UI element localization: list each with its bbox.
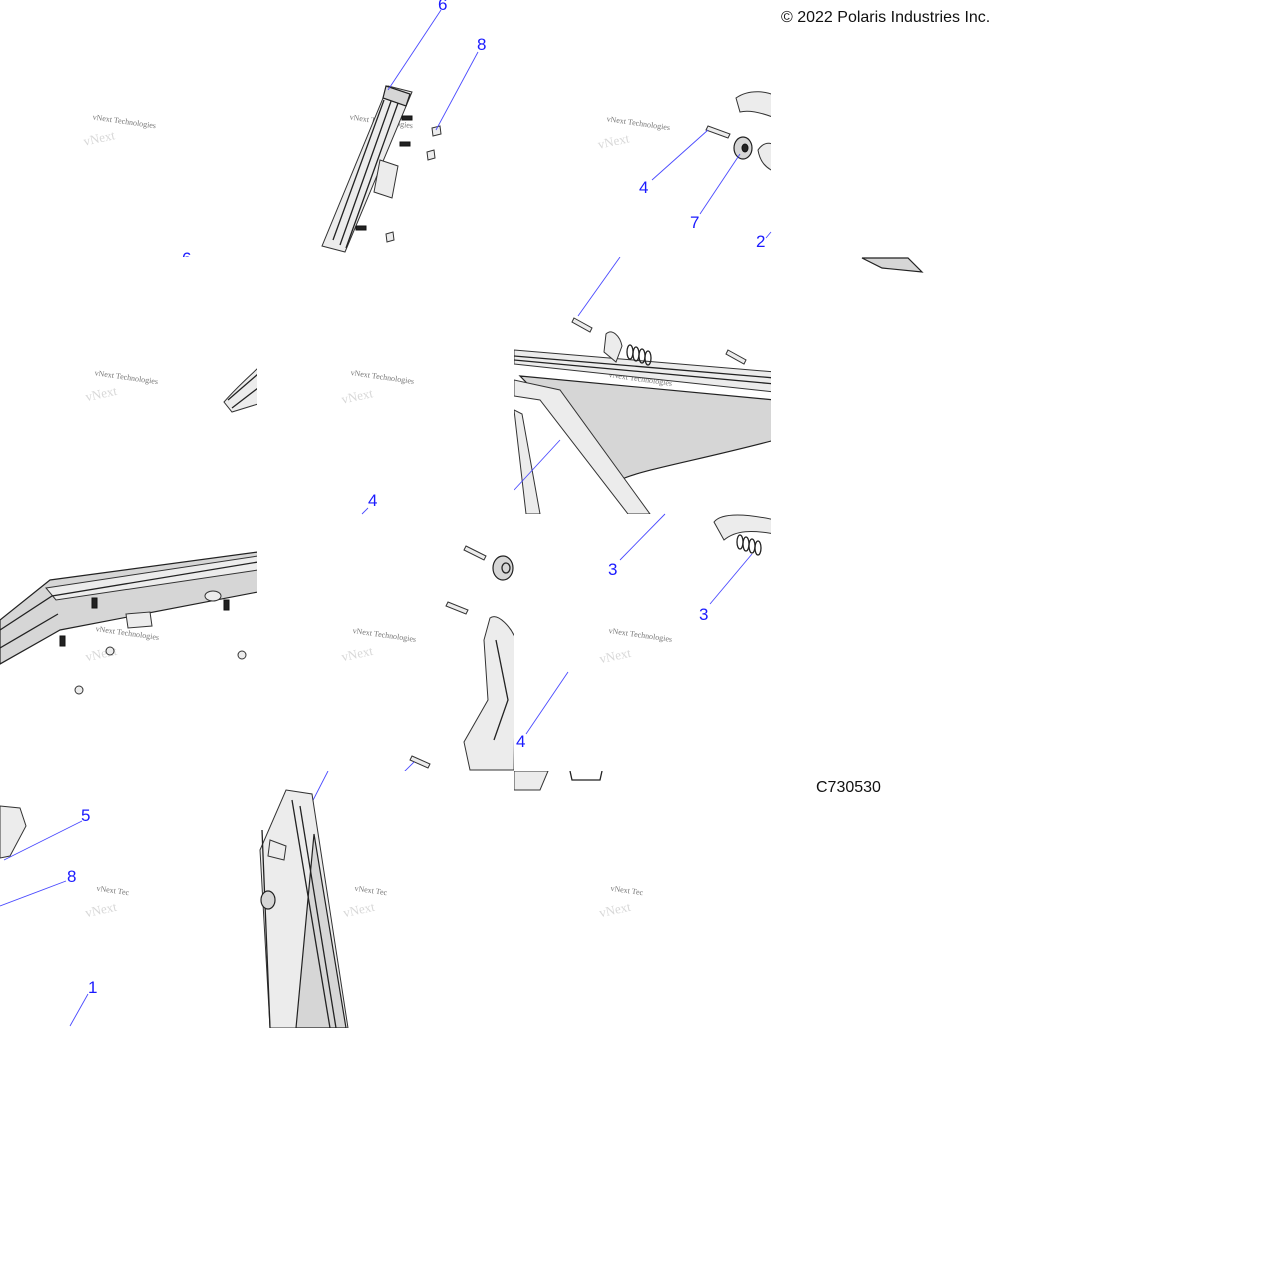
watermark-fragment: vNext vNext Tec — [342, 884, 388, 920]
leader-callout-3-a: 4 — [516, 671, 569, 751]
leader-callout-8-bottom: 8 — [0, 867, 76, 907]
door-skin — [259, 771, 349, 1028]
leader-callout-6-top: 6 — [387, 0, 447, 91]
door-frame-assembly — [514, 257, 771, 514]
latch-bracket — [713, 514, 771, 556]
trim-rail — [0, 551, 257, 695]
leader-callout-2: 2 — [756, 231, 772, 251]
svg-text:vNext: vNext — [598, 645, 633, 666]
watermark-text: vNext Technologies — [606, 114, 671, 132]
svg-text:vNext: vNext — [84, 899, 119, 920]
callout-label: 4 — [516, 732, 525, 751]
watermark: vNext vNext Technologies — [82, 112, 157, 148]
svg-text:vNext Tec: vNext Tec — [354, 884, 388, 898]
panel-edge-fragment — [223, 368, 257, 413]
callout-label: 1 — [88, 978, 97, 997]
watermark — [133, 860, 257, 930]
svg-text:vNext Tec: vNext Tec — [610, 884, 644, 898]
callout-label: 4 — [639, 178, 648, 197]
watermark: vNext vNext Technologies — [84, 624, 160, 664]
leader-callout-3-b: 3 — [699, 553, 753, 624]
leader-callout-1: 1 — [69, 978, 97, 1027]
watermark-text: vNext Technologies — [94, 368, 159, 386]
copyright-notice: © 2022 Polaris Industries Inc. — [781, 9, 991, 26]
callout-label: 6 — [438, 0, 447, 14]
callout-label: 7 — [690, 213, 699, 232]
watermark: vNext vNext Technologies — [340, 626, 417, 664]
svg-text:vNext: vNext — [340, 643, 375, 664]
svg-text:vNext Tec: vNext Tec — [96, 884, 130, 898]
door-tip-fragment — [861, 257, 924, 273]
svg-text:vNext: vNext — [598, 899, 633, 920]
watermark: vNext vNext Technologies — [340, 368, 415, 407]
spring — [626, 344, 652, 366]
hinge-hardware — [705, 91, 771, 171]
watermark-fragment: vNext vNext Tec — [84, 884, 130, 920]
leader-callout-7: 7 — [690, 153, 741, 232]
watermark-text: vNext Technologies — [92, 112, 157, 130]
callout-label: 3 — [699, 605, 708, 624]
callout-label: 6 — [182, 249, 191, 268]
callout-label: 5 — [81, 806, 90, 825]
callout-label: 4 — [368, 491, 377, 510]
svg-text:vNext: vNext — [342, 899, 377, 920]
callout-label: 2 — [756, 232, 765, 251]
watermark: vNext vNext Technologies — [84, 368, 159, 404]
spring — [553, 653, 577, 673]
watermark: vNext vNext Technologies — [596, 114, 670, 151]
watermark-fragment: vNext vNext Tec — [598, 884, 644, 920]
leader-callout-4-c: 3 — [608, 513, 666, 579]
watermark-text: vNext Technologies — [352, 626, 417, 644]
watermarks: vNext vNext Technologies vNext Technolog… — [82, 112, 673, 930]
callout-label: 3 — [608, 560, 617, 579]
leader-callout-5: 5 — [3, 806, 90, 861]
leader-callout-4-a: 4 — [639, 129, 709, 197]
bezel-panel — [321, 85, 442, 253]
leader-callout-6-fragment: 6 — [182, 249, 191, 268]
callout-label: 8 — [67, 867, 76, 886]
svg-text:vNext: vNext — [82, 127, 117, 148]
watermark-text: vNext Technologies — [350, 368, 415, 386]
callout-label: 8 — [477, 35, 486, 54]
corner-fragment — [0, 805, 27, 859]
svg-text:vNext: vNext — [596, 130, 631, 151]
frame-fragment — [514, 771, 603, 791]
spring — [736, 534, 762, 556]
figure-id: C730530 — [816, 779, 881, 796]
leader-callout-4-b: 4 — [361, 491, 377, 515]
leader-callout-8-top: 8 — [435, 35, 486, 131]
watermark: vNext vNext Technologies — [598, 626, 673, 666]
svg-text:vNext: vNext — [340, 385, 375, 406]
svg-text:vNext: vNext — [84, 383, 119, 404]
watermark-text: vNext Technologies — [608, 626, 673, 644]
latch-hardware — [404, 545, 577, 771]
